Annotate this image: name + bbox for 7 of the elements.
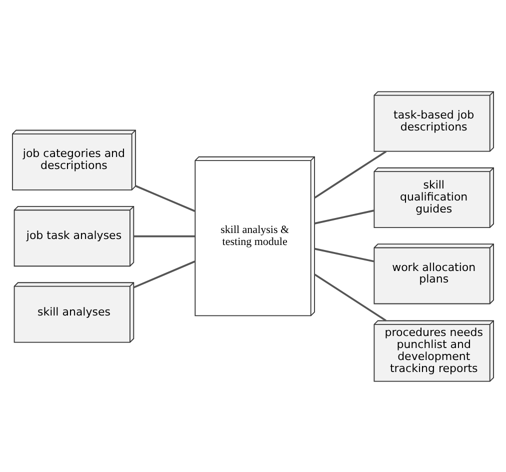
connector bbox=[314, 150, 387, 198]
connector bbox=[135, 184, 196, 212]
connector bbox=[314, 247, 374, 262]
connector bbox=[133, 260, 196, 288]
connector bbox=[314, 273, 386, 321]
connector bbox=[134, 234, 196, 237]
connector bbox=[314, 209, 374, 224]
